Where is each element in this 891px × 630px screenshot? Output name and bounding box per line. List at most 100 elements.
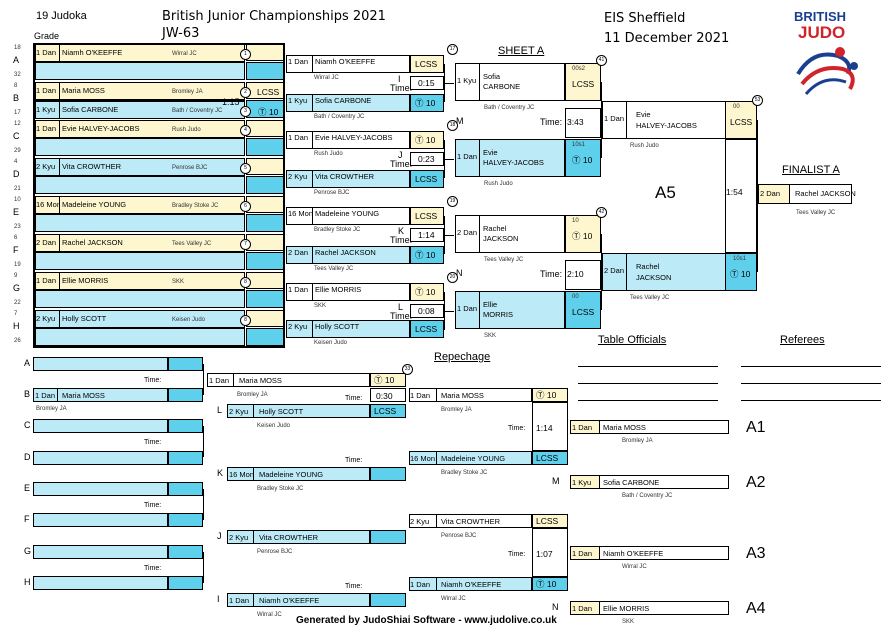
entry-name: Ellie MORRIS	[62, 276, 109, 285]
time-label: Time:	[508, 425, 526, 432]
pool-number: 26	[14, 338, 21, 344]
final-score-cell	[725, 101, 757, 139]
pool-score-top	[246, 196, 284, 213]
round2-entry-name-cell	[312, 131, 410, 149]
entry-grade: 1 Dan	[36, 48, 57, 57]
entry-name: Rachel JACKSON	[62, 238, 123, 247]
result-name-cell	[599, 420, 729, 434]
result-letter: M	[552, 476, 560, 486]
finalist-club: Tees Valley JC	[796, 210, 836, 216]
result-grade: 1 Kyu	[572, 478, 592, 487]
category-title: JW-63	[162, 26, 200, 41]
pool-number: 6	[14, 235, 18, 241]
time-label: Time:	[390, 83, 413, 93]
final-score: LCSS	[730, 117, 753, 127]
round2-score-cell	[410, 131, 444, 149]
round2-time: 0:08	[418, 306, 435, 316]
rep2-club: Bromley JA	[237, 392, 268, 398]
entry-grade: 1 Kyu	[36, 105, 56, 114]
time-label: Time:	[144, 502, 162, 509]
match-number-badge: 7	[240, 239, 251, 250]
round2-score-cell	[410, 283, 444, 301]
pool-number: 21	[14, 186, 21, 192]
prelim-time: 1:15	[222, 97, 240, 107]
rep3-time: 1:14	[536, 423, 553, 433]
rep-row-letter: H	[24, 577, 31, 587]
semi-grade-cell	[455, 291, 480, 329]
final-score-detail: 00	[733, 104, 740, 110]
match-number-badge: 41	[596, 55, 607, 66]
rep2-grade: 2 Kyu	[229, 407, 249, 416]
rep2-score: LCSS	[374, 406, 397, 416]
rep-score-cell	[168, 451, 203, 465]
match-number-badge: 42	[596, 207, 607, 218]
final-club: Tees Valley JC	[630, 295, 670, 301]
rep3-time: 1:07	[536, 549, 553, 559]
semi-name-last: HALVEY-JACOBS	[483, 158, 544, 167]
match-number-badge: 6	[240, 201, 251, 212]
round2-match-letter: L	[398, 302, 404, 312]
round2-club: Penrose BJC	[314, 190, 350, 196]
semi-grade: 1 Dan	[457, 304, 478, 313]
rep-row-letter: F	[24, 514, 30, 524]
pool-number: 4	[14, 159, 18, 165]
pool-row-letter: G	[13, 283, 21, 293]
rep-empty-slot	[33, 482, 168, 496]
rep-row-letter: C	[24, 420, 31, 430]
pool-number: 32	[14, 72, 21, 78]
match-number-badge: 2	[240, 87, 251, 98]
final-name-last: HALVEY-JACOBS	[636, 121, 697, 130]
prelim-score-bottom: Ⓣ 10	[258, 107, 279, 117]
semi-name-last: MORRIS	[483, 310, 513, 319]
round2-match-letter: I	[398, 74, 401, 84]
bracket-line	[741, 383, 881, 384]
pool-score-bottom	[246, 176, 284, 194]
round2-entry-grade: 2 Dan	[288, 248, 309, 257]
rep3-grade: 1 Dan	[410, 580, 431, 589]
bracket-line	[444, 159, 454, 160]
time-label: Time:	[345, 395, 363, 402]
bracket-line	[203, 426, 204, 457]
semi-name-first: Evie	[483, 148, 498, 157]
entry-grade: 1 Dan	[36, 86, 57, 95]
pool-empty-slot	[35, 62, 245, 80]
bracket-line	[741, 366, 881, 367]
pool-empty-slot	[35, 290, 245, 308]
rep-row-letter: G	[24, 546, 32, 556]
event-date: 11 December 2021	[604, 31, 730, 46]
pool-score-top	[246, 158, 284, 175]
semi-match-letter: M	[456, 116, 464, 126]
pool-score-top	[246, 272, 284, 289]
rep-empty-slot	[33, 576, 168, 590]
logo-text-line2: JUDO	[798, 23, 846, 42]
rep2-time-cell	[370, 388, 406, 402]
bracket-line	[578, 366, 718, 367]
bracket-line	[578, 400, 718, 401]
rep2-club: Wirral JC	[257, 612, 282, 618]
rep-score-cell	[168, 388, 203, 402]
round2-club: Keisen Judo	[314, 340, 348, 346]
match-number-badge: 3	[240, 106, 251, 117]
table-officials-heading: Table Officials	[598, 334, 667, 346]
result-grade: 1 Dan	[572, 549, 593, 558]
entry-name: Evie HALVEY-JACOBS	[62, 124, 140, 133]
round2-score: Ⓣ 10	[415, 287, 436, 297]
round2-score: Ⓣ 10	[415, 135, 436, 145]
rep3-name-cell	[436, 388, 532, 402]
entry-name: Vita CROWTHER	[62, 162, 122, 171]
rep2-grade: 1 Dan	[229, 596, 250, 605]
rep-score-cell	[168, 357, 203, 371]
championship-title: British Junior Championships 2021	[162, 9, 386, 24]
result-club: Wirral JC	[622, 564, 647, 570]
time-label: Time:	[508, 551, 526, 558]
pool-score-top	[246, 44, 284, 61]
entry-club: Keisen Judo	[172, 317, 206, 323]
grade-header: Grade	[34, 31, 60, 41]
semi-score-cell	[565, 139, 601, 177]
round2-club: Wirral JC	[314, 75, 339, 81]
final-name-cell	[626, 101, 726, 139]
entry-name: Sofia CARBONE	[62, 105, 119, 114]
pool-row-letter: D	[13, 169, 20, 179]
rep3-name-cell	[436, 514, 532, 528]
bracket-line	[203, 552, 204, 583]
